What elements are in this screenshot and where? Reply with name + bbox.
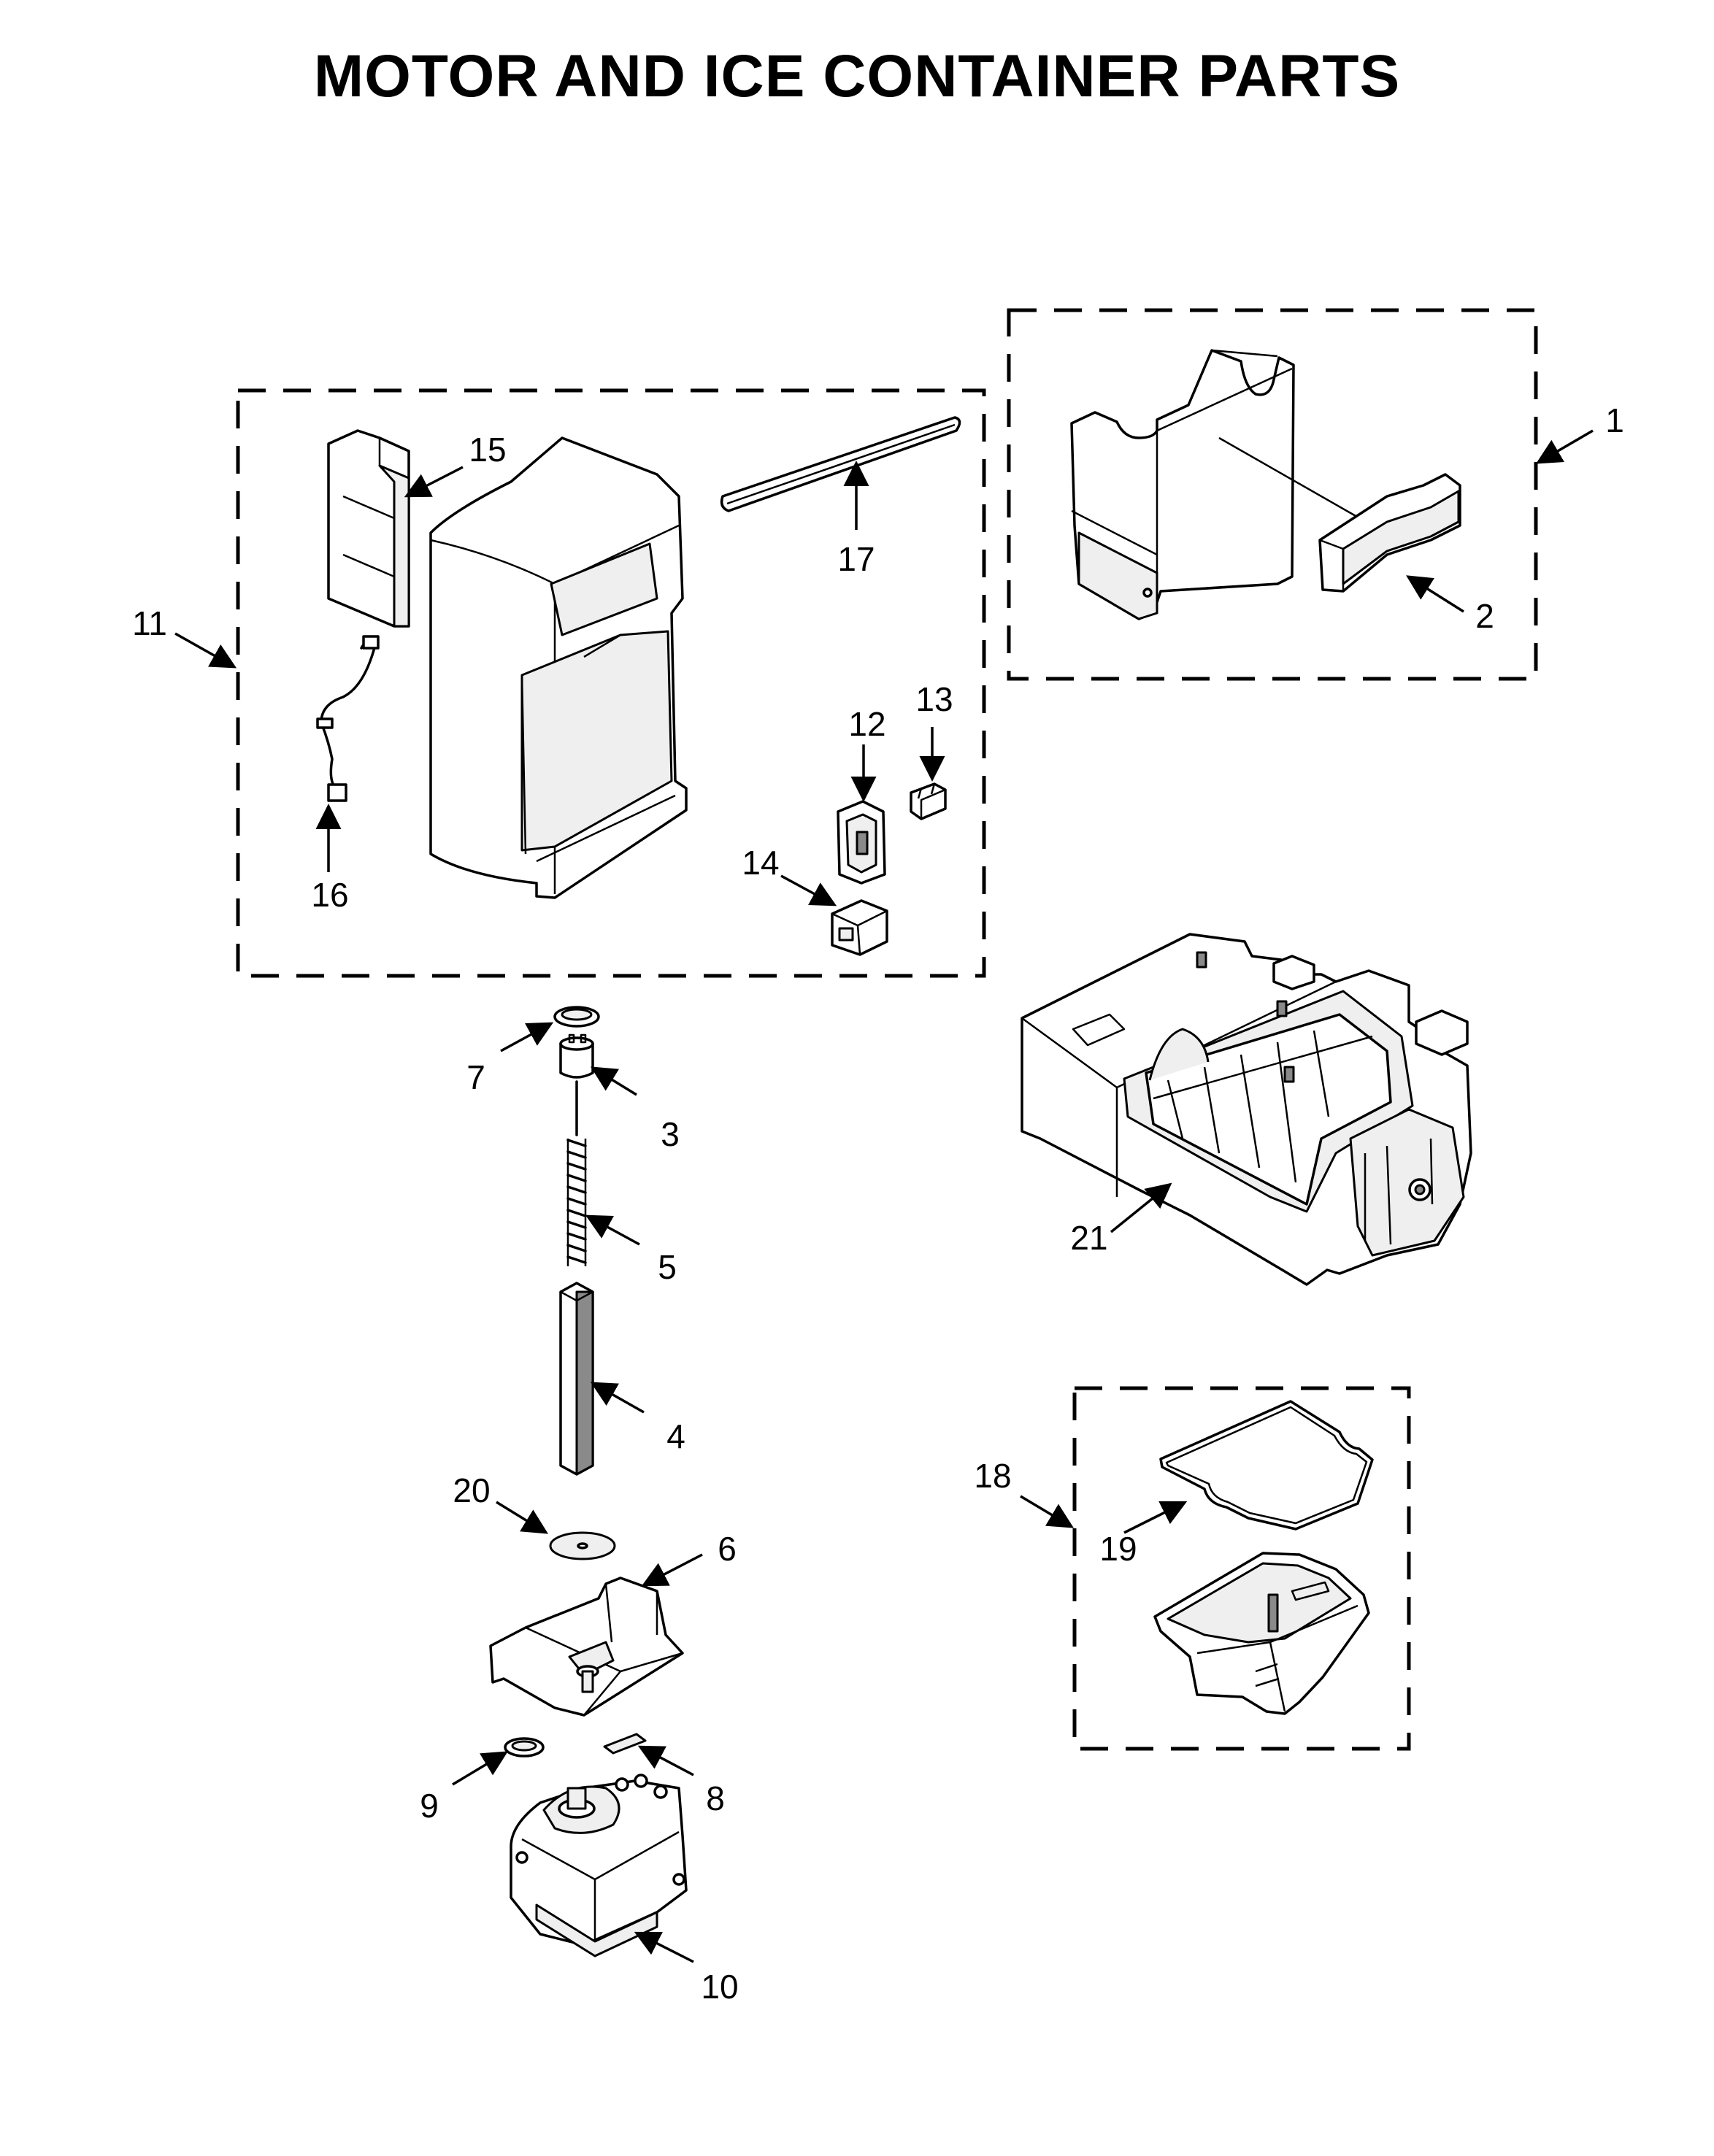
callout-14: 14 <box>742 844 779 882</box>
callout-18: 18 <box>974 1457 1011 1495</box>
part-14-relay[interactable] <box>831 899 888 956</box>
part-4-shaft[interactable] <box>559 1282 594 1476</box>
part-10-motor[interactable] <box>510 1774 688 1957</box>
callout-13: 13 <box>915 680 953 718</box>
group-box-11 <box>236 388 986 978</box>
arrow-14 <box>780 874 837 906</box>
group-box-18 <box>1072 1386 1411 1751</box>
callout-5: 5 <box>658 1248 677 1286</box>
callout-2: 2 <box>1475 597 1494 635</box>
callout-20: 20 <box>453 1471 490 1509</box>
arrow-10 <box>634 1931 694 1963</box>
arrow-3 <box>591 1066 637 1096</box>
callout-11: 11 <box>132 604 167 642</box>
part-18-funnel-housing[interactable] <box>1153 1552 1370 1715</box>
callout-8: 8 <box>706 1779 725 1817</box>
part-17-seal-strip[interactable] <box>720 416 961 512</box>
callout-7: 7 <box>466 1058 485 1096</box>
callout-3: 3 <box>661 1115 680 1153</box>
arrow-5 <box>585 1214 640 1246</box>
group-box-1 <box>1007 308 1538 681</box>
part-16-wire-harness[interactable] <box>316 635 380 802</box>
part-19-gasket[interactable] <box>1159 1400 1374 1531</box>
callout-9: 9 <box>420 1787 439 1825</box>
part-12-bracket[interactable] <box>837 800 886 885</box>
callout-4: 4 <box>666 1417 685 1455</box>
callout-10: 10 <box>701 1968 738 2006</box>
arrow-21 <box>1110 1182 1172 1233</box>
part-3-coupler[interactable] <box>559 1033 594 1079</box>
arrow-2 <box>1406 575 1464 613</box>
leader-line-1-2 <box>1218 436 1373 527</box>
part-9-washer[interactable] <box>504 1737 545 1757</box>
part-15-panel[interactable] <box>327 429 410 628</box>
callout-16: 16 <box>311 876 348 914</box>
part-1-ice-bucket[interactable] <box>1070 349 1295 620</box>
callout-12: 12 <box>848 705 885 743</box>
arrow-19 <box>1123 1501 1188 1534</box>
part-5-spring[interactable] <box>566 1139 587 1266</box>
part-2-shelf[interactable] <box>1318 473 1461 593</box>
arrow-1 <box>1535 429 1594 464</box>
callout-6: 6 <box>718 1530 737 1568</box>
arrow-11 <box>174 632 237 669</box>
arrow-8 <box>637 1745 694 1776</box>
arrow-4 <box>590 1382 645 1414</box>
callout-19: 19 <box>1099 1530 1137 1568</box>
arrow-15 <box>404 466 464 498</box>
callout-21: 21 <box>1070 1219 1107 1257</box>
arrow-18 <box>1020 1495 1075 1528</box>
callout-17: 17 <box>837 540 875 578</box>
callout-15: 15 <box>469 431 506 469</box>
arrow-20 <box>496 1501 548 1534</box>
diagram-title: MOTOR AND ICE CONTAINER PARTS <box>313 43 1401 109</box>
callout-1: 1 <box>1605 401 1624 439</box>
part-8-pad[interactable] <box>603 1733 647 1755</box>
arrow-7 <box>500 1022 554 1052</box>
arrow-6 <box>641 1553 703 1587</box>
part-21-ice-tray[interactable] <box>1021 933 1472 1286</box>
part-13-switch[interactable] <box>910 782 947 820</box>
part-20-washer[interactable] <box>549 1531 616 1560</box>
arrow-9 <box>452 1751 509 1786</box>
part-11-housing[interactable] <box>429 436 688 899</box>
part-7-cap[interactable] <box>553 1006 600 1028</box>
part-6-motor-mount[interactable] <box>489 1576 684 1717</box>
